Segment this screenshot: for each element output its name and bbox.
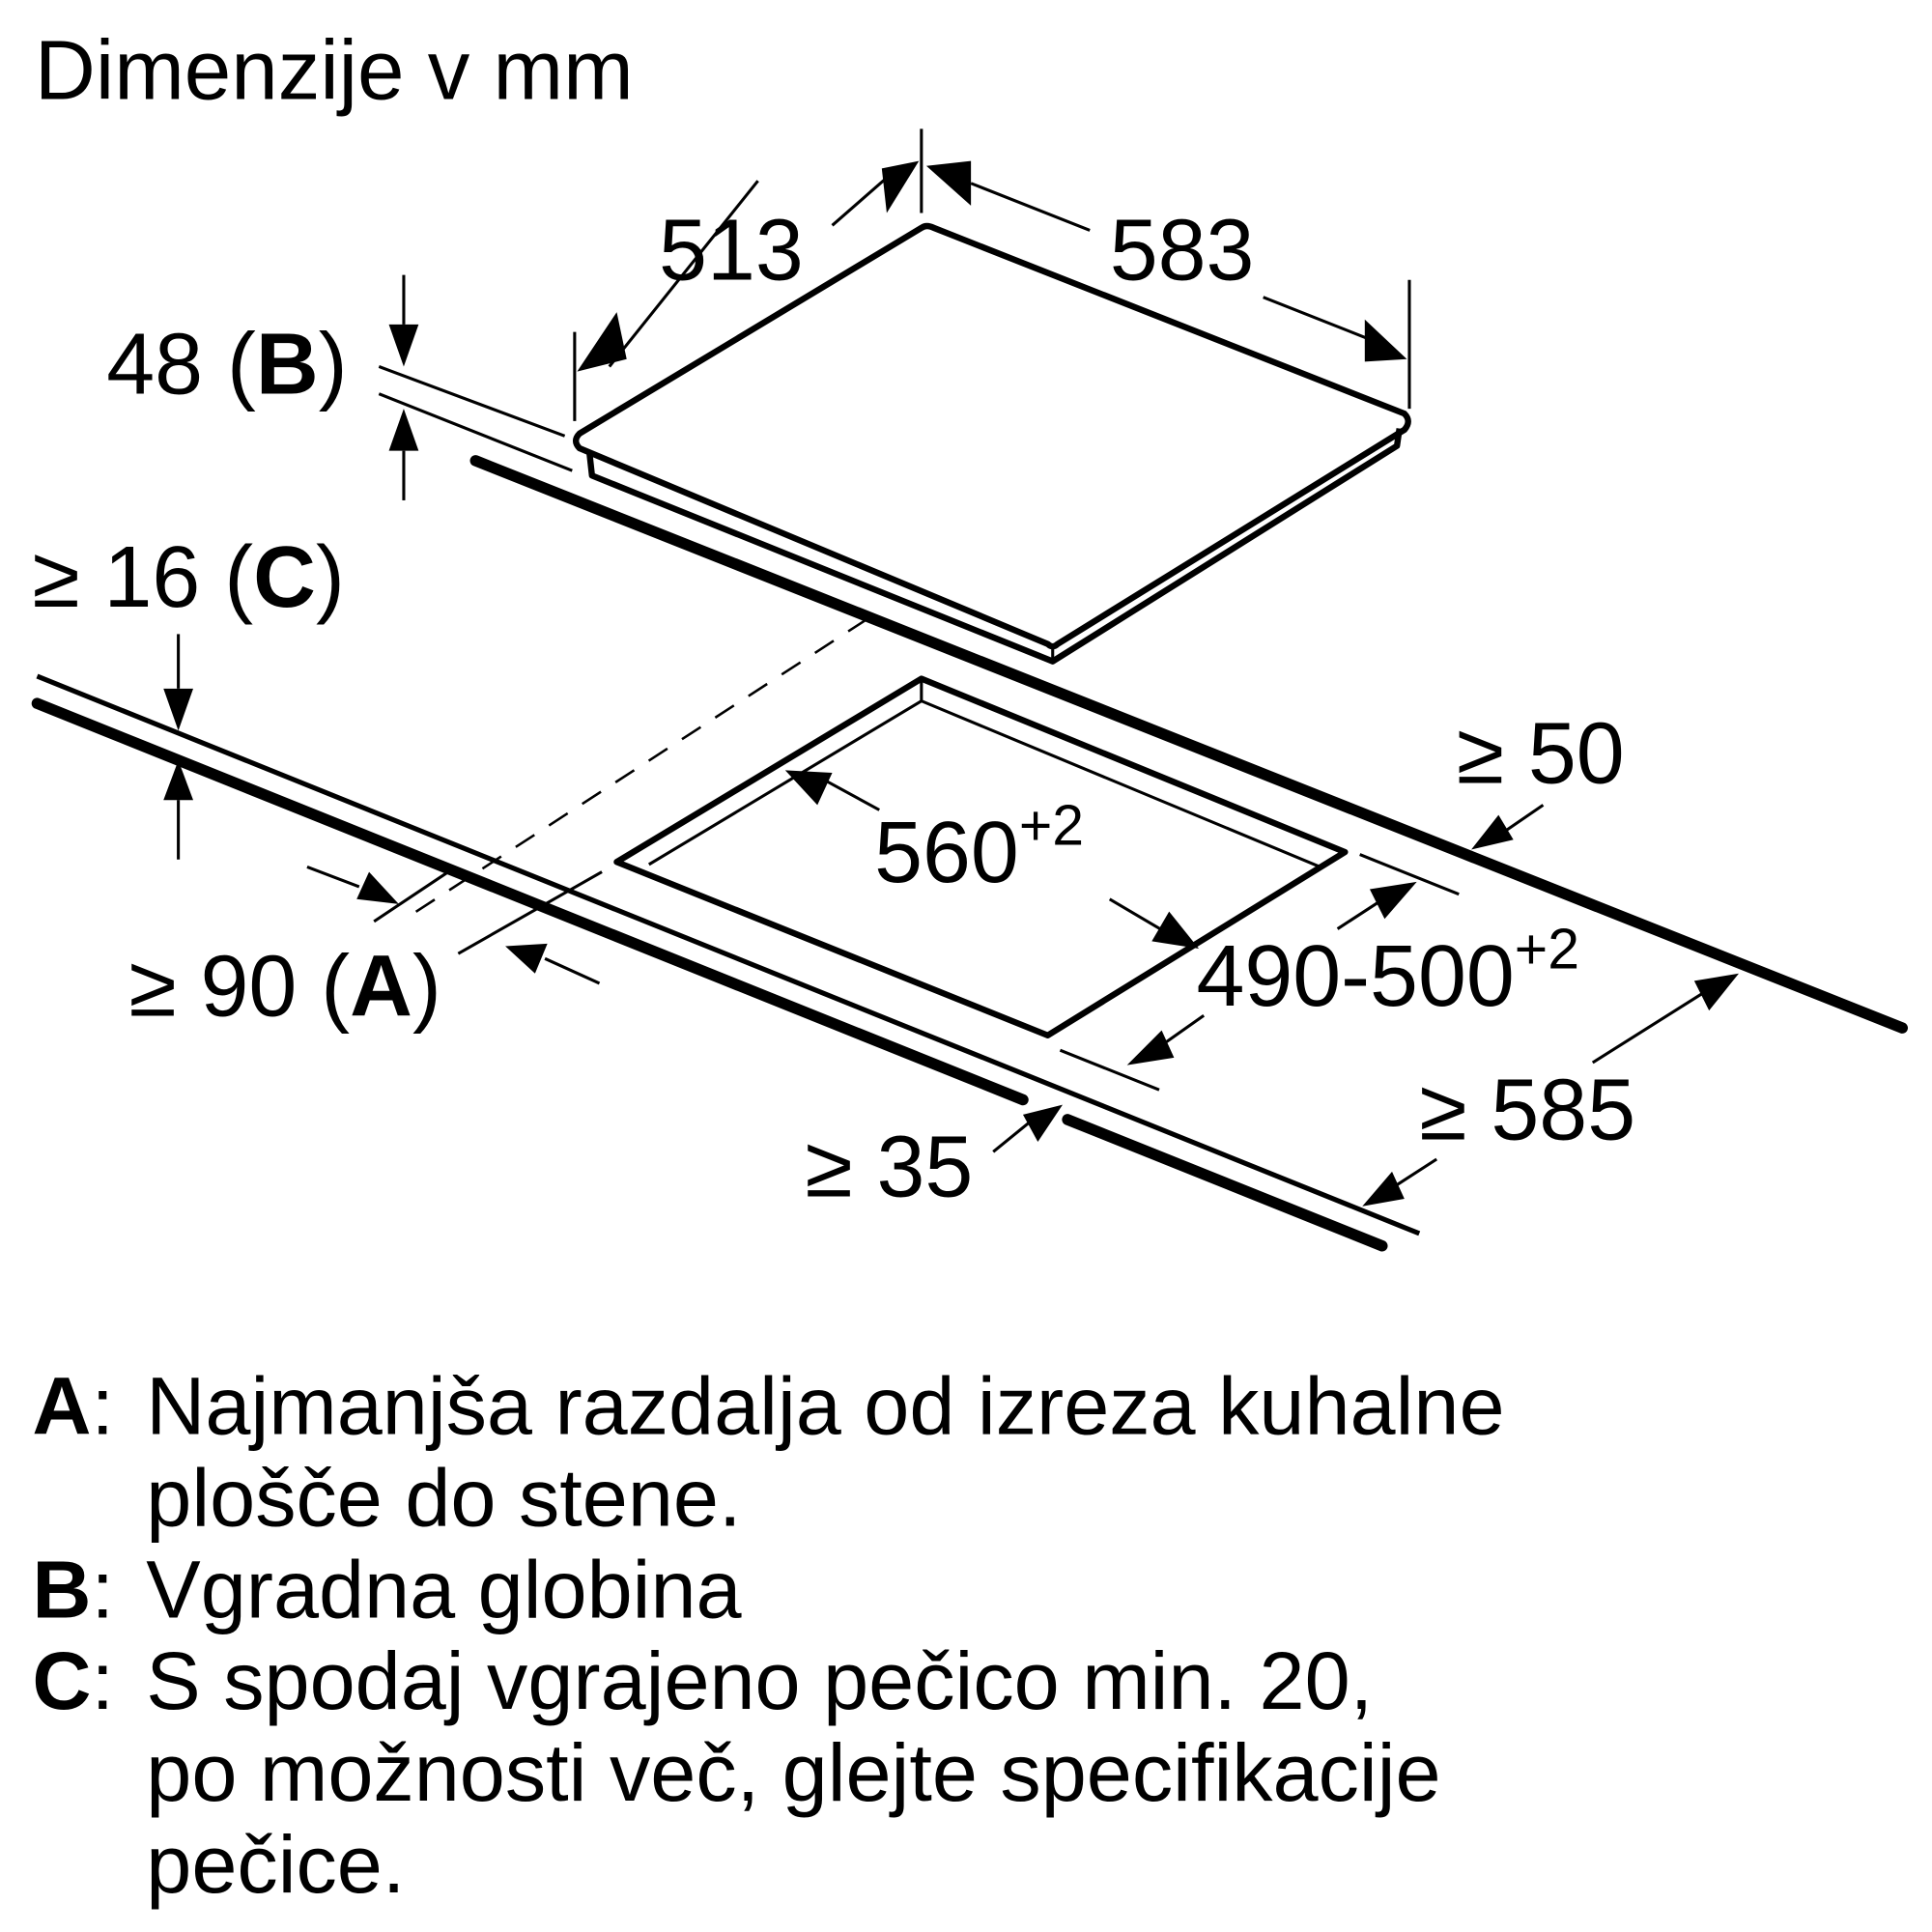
- worktop-front-top-edge: [36, 673, 1421, 1236]
- dim-label-560: 560+2: [874, 794, 1084, 900]
- dim-label-16: ≥ 16 (C): [32, 529, 345, 626]
- dim-label-35: ≥ 35: [805, 1119, 973, 1215]
- dim-appliance-depth: 513: [573, 128, 923, 421]
- dim-front-clearance: ≥ 35: [805, 1104, 1063, 1215]
- dim-worktop-depth: ≥ 585: [1362, 973, 1739, 1207]
- dim-cutout-width: 560+2: [784, 770, 1200, 950]
- legend-item-c-cont2: pečice.: [146, 1818, 405, 1910]
- dim-worktop-thickness: ≥ 16 (C): [32, 529, 345, 860]
- legend-item-b: B: Vgradna globina: [32, 1543, 742, 1634]
- projection-line: [408, 617, 868, 918]
- page-title: Dimenzije v mm: [35, 24, 634, 118]
- dim-appliance-width: 583: [925, 160, 1411, 410]
- cutout-outline: [613, 675, 1349, 1038]
- dim-label-513: 513: [659, 203, 804, 299]
- dim-label-585: ≥ 585: [1419, 1062, 1635, 1158]
- dim-label-50: ≥ 50: [1457, 705, 1625, 802]
- dim-built-in-depth: 48 (B): [106, 274, 573, 500]
- legend-item-a-cont: plošče do stene.: [146, 1451, 741, 1543]
- worktop-front-edge-left: [31, 697, 1029, 1106]
- dim-wall-distance: ≥ 90 (A): [128, 865, 603, 1035]
- legend-item-c-cont1: po možnosti več, glejte specifikacije: [146, 1726, 1440, 1818]
- dim-label-90: ≥ 90 (A): [128, 938, 441, 1035]
- dim-label-48: 48 (B): [106, 317, 347, 413]
- worktop-rear-edge: [469, 455, 1909, 1034]
- dim-label-490-500: 490-500+2: [1196, 919, 1579, 1025]
- worktop-front-edge-right: [1062, 1114, 1388, 1252]
- dim-cutout-depth: 490-500+2: [1059, 853, 1579, 1092]
- legend-item-c: C: S spodaj vgrajeno pečico min. 20,: [32, 1634, 1373, 1726]
- legend-item-a: A: Najmanjša razdalja od izreza kuhalne: [32, 1360, 1504, 1452]
- dim-rear-clearance: ≥ 50: [1457, 705, 1625, 850]
- hob-outline: [572, 222, 1411, 665]
- dim-label-583: 583: [1110, 203, 1255, 299]
- legend: A: Najmanjša razdalja od izreza kuhalne …: [32, 1360, 1504, 1910]
